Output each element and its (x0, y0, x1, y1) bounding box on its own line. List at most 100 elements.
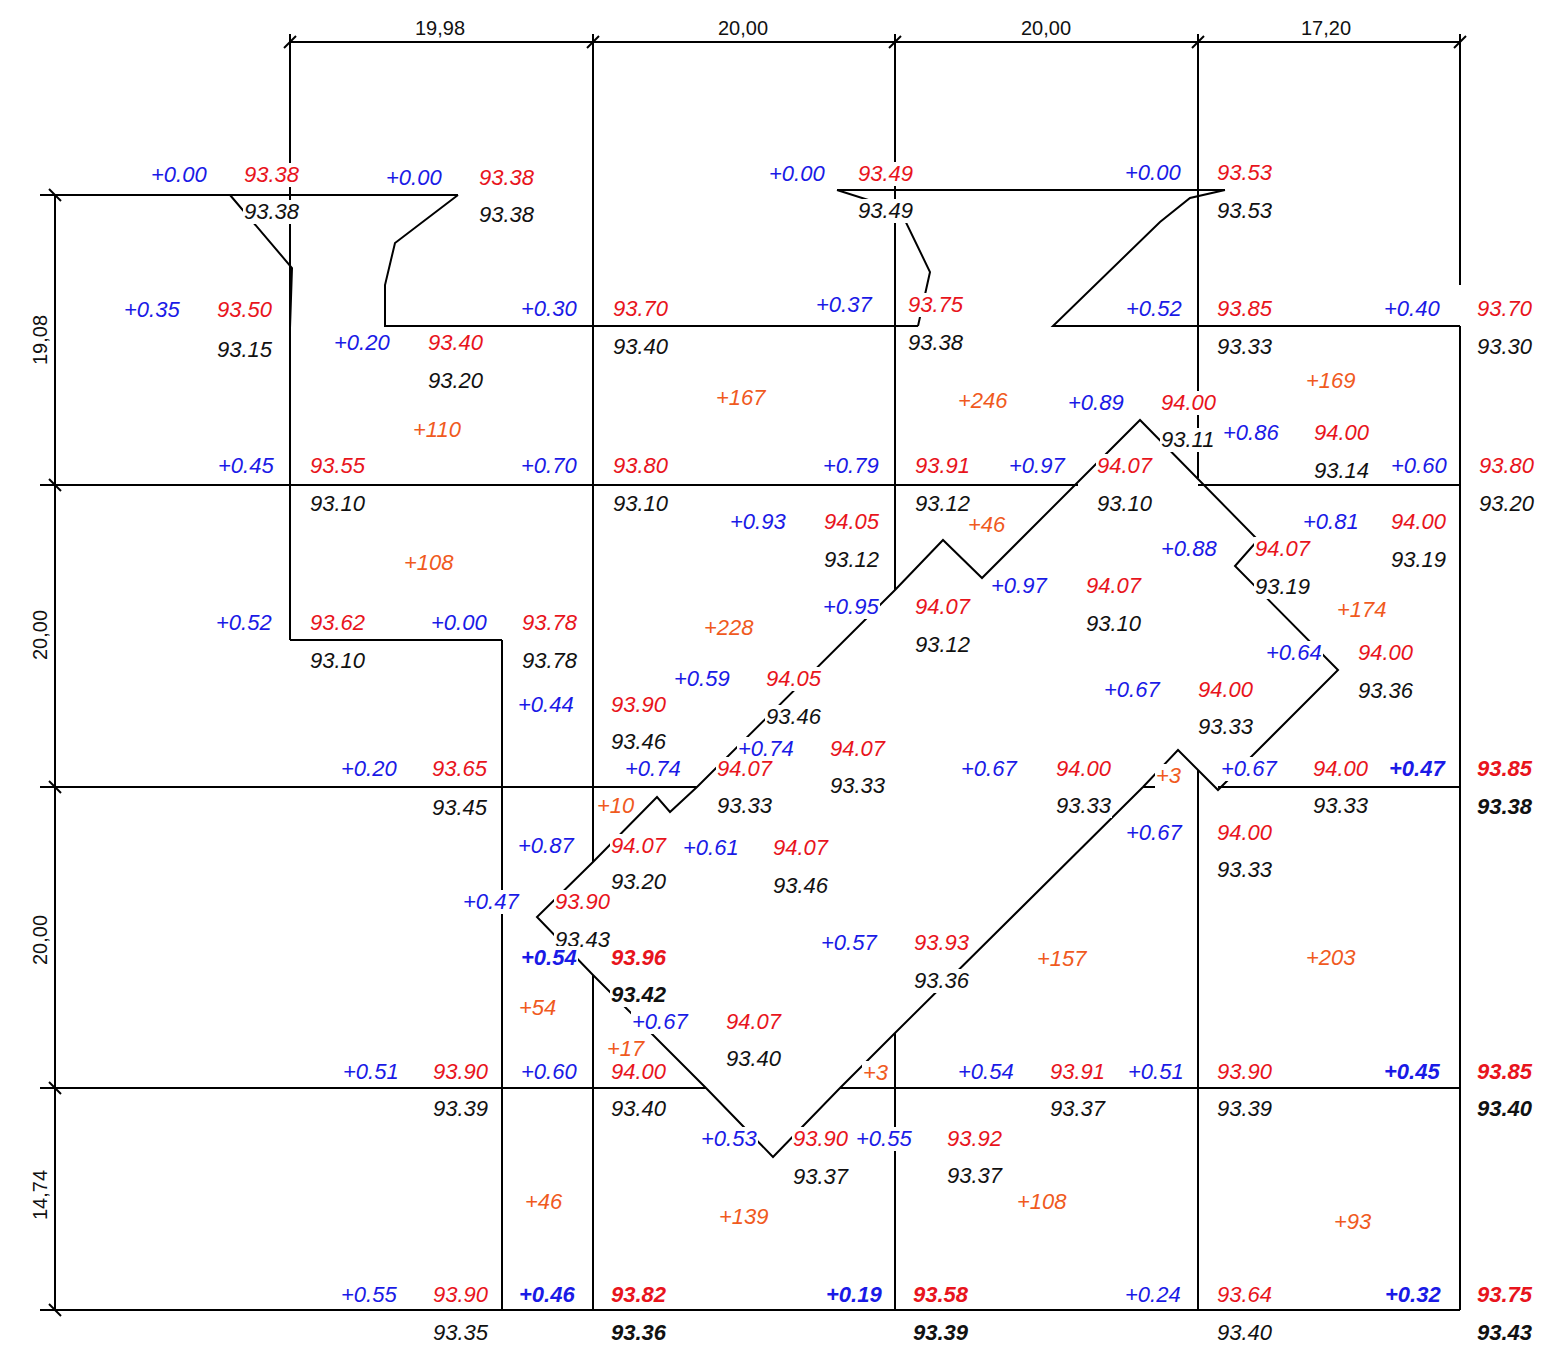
elevation-label: 94.00 (1216, 821, 1273, 845)
elevation-label: +0.46 (518, 1283, 576, 1307)
elevation-label: +0.95 (822, 595, 880, 619)
elevation-label: 93.80 (1478, 454, 1535, 478)
elevation-label: 93.92 (946, 1127, 1003, 1151)
elevation-label: +0.97 (1008, 454, 1066, 478)
elevation-label: 93.39 (912, 1321, 969, 1345)
volume-label: +167 (715, 386, 767, 410)
elevation-label: 93.20 (1478, 492, 1535, 516)
dimension-label: 20,00 (717, 16, 769, 40)
elevation-label: +0.61 (682, 836, 740, 860)
elevation-label: 93.30 (1476, 335, 1533, 359)
elevation-label: 93.85 (1216, 297, 1273, 321)
elevation-label: +0.79 (822, 454, 880, 478)
elevation-label: 93.40 (427, 331, 484, 355)
elevation-label: +0.00 (150, 163, 208, 187)
dimension-label: 20,00 (28, 609, 52, 661)
elevation-label: 93.40 (612, 335, 669, 359)
elevation-label: 93.80 (612, 454, 669, 478)
elevation-label: 93.46 (765, 705, 822, 729)
elevation-label: 93.42 (610, 983, 667, 1007)
elevation-label: +0.60 (1390, 454, 1448, 478)
elevation-label: +0.59 (673, 667, 731, 691)
elevation-label: 93.19 (1390, 548, 1447, 572)
elevation-label: 94.07 (725, 1010, 782, 1034)
elevation-label: 93.90 (610, 693, 667, 717)
elevation-label: 94.00 (1312, 757, 1369, 781)
elevation-label: 93.90 (554, 890, 611, 914)
elevation-label: +0.51 (342, 1060, 400, 1084)
volume-label: +3 (862, 1061, 889, 1085)
elevation-label: 93.46 (610, 730, 667, 754)
elevation-label: 93.93 (913, 931, 970, 955)
elevation-label: 93.33 (1312, 794, 1369, 818)
elevation-label: 93.12 (823, 548, 880, 572)
dimension-label: 14,74 (28, 1169, 52, 1221)
dimension-label: 19,08 (28, 314, 52, 366)
elevation-label: +0.67 (1125, 821, 1183, 845)
elevation-label: +0.67 (1103, 678, 1161, 702)
volume-label: +93 (1333, 1210, 1372, 1234)
elevation-label: 93.38 (478, 203, 535, 227)
elevation-label: +0.00 (385, 166, 443, 190)
elevation-label: +0.60 (520, 1060, 578, 1084)
elevation-label: 93.65 (431, 757, 488, 781)
elevation-label: 93.78 (521, 649, 578, 673)
volume-label: +246 (957, 389, 1009, 413)
volume-label: +10 (596, 794, 635, 818)
elevation-label: 93.75 (907, 293, 964, 317)
elevation-label: +0.57 (820, 931, 878, 955)
elevation-label: 94.07 (610, 834, 667, 858)
elevation-label: 93.91 (1049, 1060, 1106, 1084)
elevation-label: +0.67 (1220, 757, 1278, 781)
elevation-label: 93.33 (1055, 794, 1112, 818)
elevation-label: 93.19 (1254, 575, 1311, 599)
elevation-label: 94.00 (1197, 678, 1254, 702)
elevation-label: 93.11 (1160, 428, 1215, 452)
elevation-label: 93.49 (857, 162, 914, 186)
volume-label: +17 (606, 1037, 645, 1061)
elevation-label: +0.86 (1222, 421, 1280, 445)
elevation-label: +0.54 (520, 946, 578, 970)
elevation-label: 93.53 (1216, 161, 1273, 185)
elevation-label: 93.35 (432, 1321, 489, 1345)
elevation-label: 94.00 (1160, 391, 1217, 415)
volume-label: +108 (403, 551, 455, 575)
elevation-label: +0.54 (957, 1060, 1015, 1084)
volume-label: +203 (1305, 946, 1357, 970)
dimension-label: 20,00 (1020, 16, 1072, 40)
elevation-label: 93.33 (829, 774, 886, 798)
elevation-label: 93.37 (792, 1165, 849, 1189)
elevation-label: 93.38 (243, 163, 300, 187)
elevation-label: 93.10 (612, 492, 669, 516)
elevation-label: +0.81 (1302, 510, 1360, 534)
volume-label: +169 (1305, 369, 1357, 393)
elevation-label: +0.32 (1384, 1283, 1442, 1307)
elevation-label: 93.90 (432, 1283, 489, 1307)
elevation-label: 93.50 (216, 298, 273, 322)
elevation-label: 94.00 (1313, 421, 1370, 445)
elevation-label: 93.38 (478, 166, 535, 190)
elevation-label: 93.33 (1216, 335, 1273, 359)
elevation-label: 93.33 (1197, 715, 1254, 739)
elevation-label: 93.49 (857, 199, 914, 223)
elevation-label: 93.58 (912, 1283, 969, 1307)
elevation-label: 93.37 (1049, 1097, 1106, 1121)
dimension-label: 17,20 (1300, 16, 1352, 40)
volume-label: +228 (703, 616, 755, 640)
volume-label: +46 (967, 513, 1006, 537)
elevation-label: +0.74 (624, 757, 682, 781)
elevation-label: 94.07 (1085, 574, 1142, 598)
volume-label: +139 (718, 1205, 770, 1229)
elevation-label: 93.39 (432, 1097, 489, 1121)
elevation-label: 94.07 (1254, 537, 1311, 561)
elevation-label: +0.45 (1383, 1060, 1441, 1084)
elevation-label: 93.10 (1096, 492, 1153, 516)
elevation-label: 93.33 (716, 794, 773, 818)
elevation-label: +0.55 (340, 1283, 398, 1307)
elevation-label: 94.07 (1096, 454, 1153, 478)
elevation-label: 94.05 (765, 667, 822, 691)
elevation-label: +0.19 (825, 1283, 883, 1307)
elevation-label: 94.07 (829, 737, 886, 761)
elevation-label: 93.36 (913, 969, 970, 993)
elevation-label: +0.47 (1388, 757, 1446, 781)
